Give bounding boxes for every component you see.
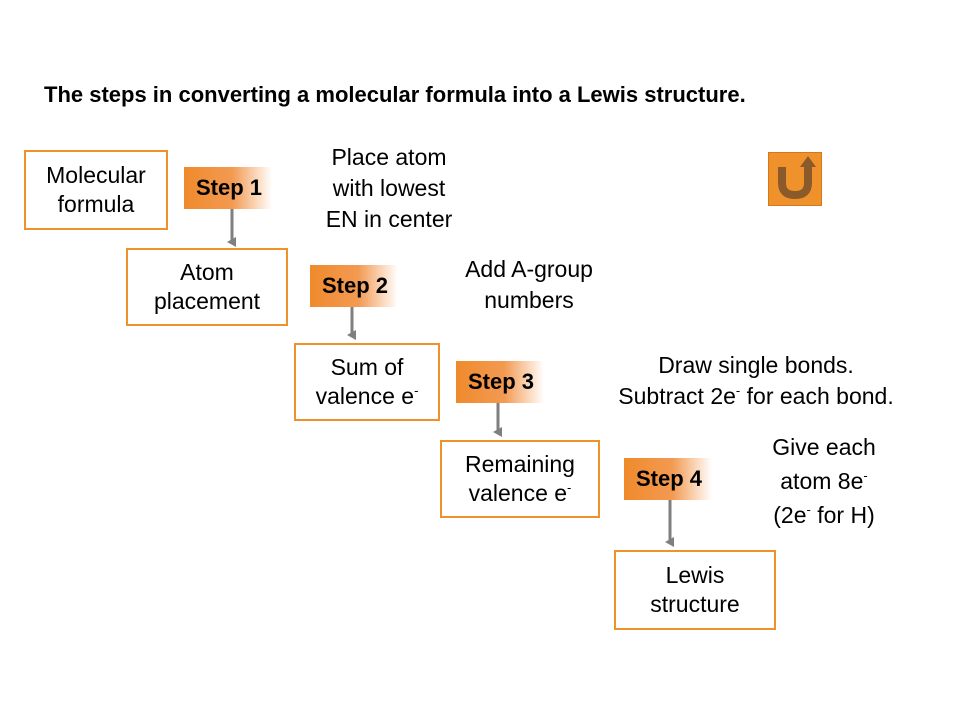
box-molecular-formula-line2: formula [57,191,135,217]
step-2-label: Step 2 [310,265,398,307]
note-step4: Give each atom 8e- (2e- for H) [736,430,912,532]
note-step1: Place atom with lowest EN in center [300,142,478,235]
superscript-minus: - [863,468,868,483]
box-sum-valence-line2: valence e [315,383,415,409]
note-step1-line2: with lowest [332,175,446,201]
diagram-title: The steps in converting a molecular form… [44,82,746,107]
note-step3: Draw single bonds. Subtract 2e- for each… [574,350,938,412]
box-remaining-valence: Remaining valence e- [440,440,600,518]
box-atom-placement-line1: Atom [180,259,234,285]
step-3-label: Step 3 [456,361,544,403]
note-step3-line2a: Subtract 2e [618,383,736,409]
note-step2-line1: Add A-group [465,256,593,282]
box-sum-valence: Sum of valence e- [294,343,440,421]
note-step3-line2b: for each bond. [740,383,894,409]
superscript-minus: - [806,502,811,517]
box-molecular-formula-line1: Molecular [46,162,146,188]
box-lewis-structure: Lewis structure [614,550,776,630]
box-remaining-valence-line1: Remaining [465,451,575,477]
box-sum-valence-line1: Sum of [330,354,404,380]
note-step3-line1: Draw single bonds. [658,352,854,378]
note-step4-line1: Give each [772,434,876,460]
box-lewis-structure-line2: structure [650,591,740,617]
box-remaining-valence-line2: valence e [468,480,568,506]
box-molecular-formula: Molecular formula [24,150,168,230]
note-step1-line3: EN in center [325,206,453,232]
superscript-minus: - [735,383,741,398]
back-button[interactable] [768,152,822,206]
u-turn-back-icon [778,156,816,200]
box-lewis-structure-line1: Lewis [665,562,725,588]
box-atom-placement: Atom placement [126,248,288,326]
box-atom-placement-line2: placement [153,288,261,314]
superscript-minus: - [414,383,419,398]
step-4-label: Step 4 [624,458,712,500]
note-step2: Add A-group numbers [440,254,618,316]
note-step2-line2: numbers [484,287,574,313]
note-step4-line2: atom 8e [780,468,864,494]
note-step4-line3b: for H) [810,502,875,528]
superscript-minus: - [567,480,572,495]
note-step4-line3a: (2e [773,502,807,528]
note-step1-line1: Place atom [331,144,447,170]
step-1-label: Step 1 [184,167,272,209]
